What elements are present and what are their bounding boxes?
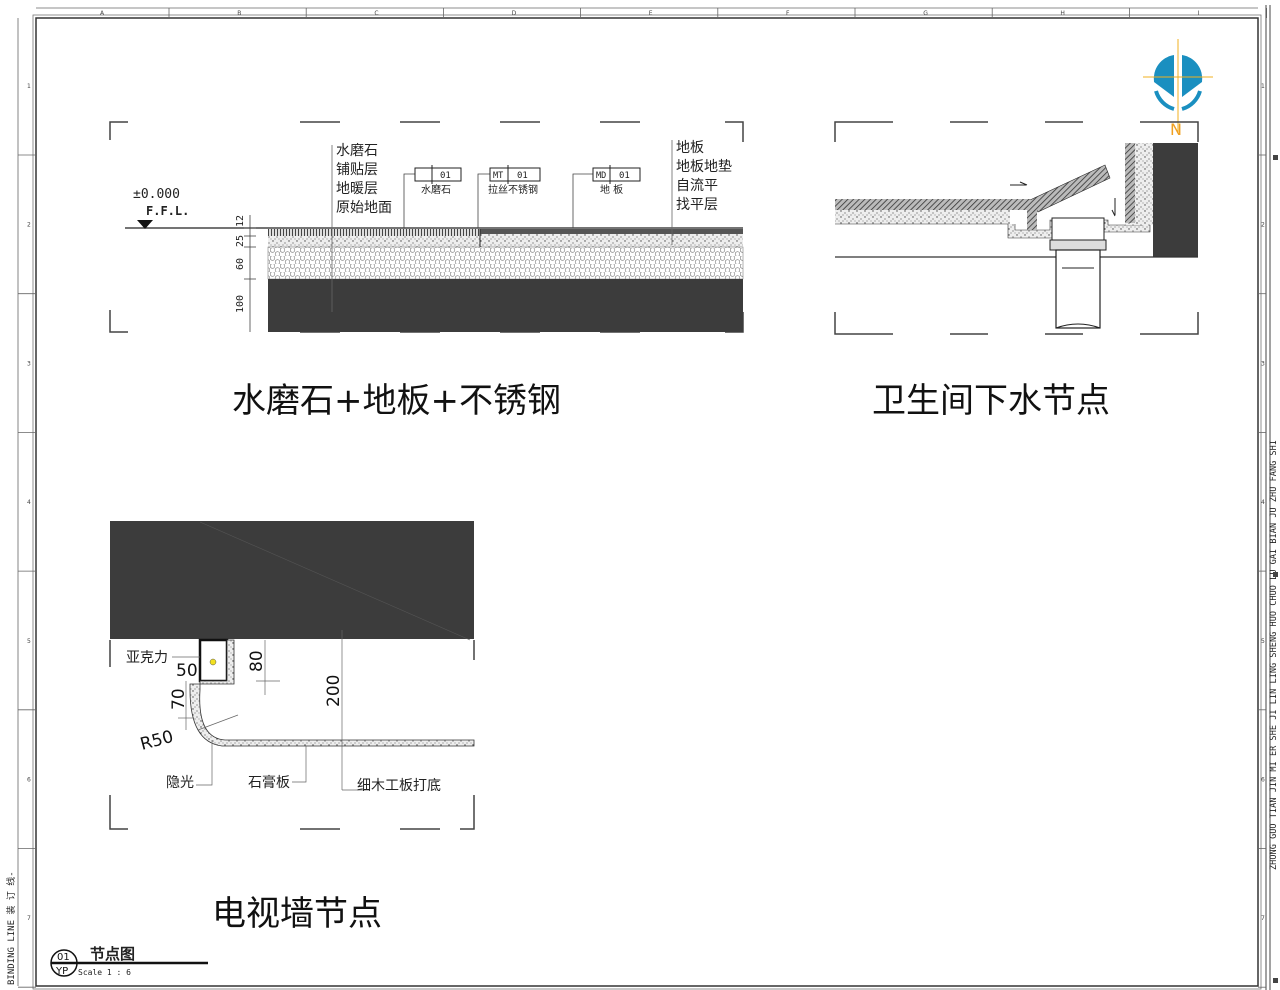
row-label: 6 [1261,777,1265,784]
material-tag-terrazzo: 01 水磨石 [403,165,462,228]
tag-name: 地 板 [600,183,623,196]
layer-floor-pad: 地板地垫 [676,159,732,175]
row-label: 5 [1261,638,1265,645]
layer-screed: 找平层 [676,197,718,213]
row-label: 6 [27,777,31,784]
column-label: C [374,10,378,17]
column-label: G [923,10,928,17]
tag-number: 01 [517,171,528,181]
dim-100: 100 [235,295,246,313]
tag-name: 水磨石 [421,184,451,196]
label-acrylic: 亚克力 [126,650,168,666]
row-label: 7 [1261,915,1265,922]
sheet-title: 节点图 [90,945,135,963]
tag-number: 01 [440,171,451,181]
dim-60: 60 [235,258,246,270]
layer-original-ground: 原始地面 [336,200,392,216]
layer-terrazzo: 水磨石 [336,143,378,159]
floor-detail-title: 水磨石+地板+不锈钢 [232,381,561,421]
bathroom-detail-title: 卫生间下水节点 [872,381,1110,421]
material-tag-wood-floor: MD 01 地 板 [572,165,641,228]
level-label: ±0.000 [133,187,180,202]
tag-name: 拉丝不锈钢 [488,183,538,196]
column-label: F [786,10,790,17]
column-label: I [1198,10,1200,17]
dim-70: 70 [169,688,189,710]
label-gypsum-board: 石膏板 [248,774,290,791]
column-label: A [100,10,105,17]
layer-wood-floor: 地板 [676,140,704,156]
side-project-text: ZHONG GUO TIAN JIN MI ER SHE JI LIN LING… [1269,440,1279,870]
floor-detail: ±0.000 F.F.L. 12 25 60 100 水磨石 铺贴层 地暖层 原… [109,121,744,421]
dim-r50: R50 [138,727,175,755]
layer-bedding: 铺贴层 [336,162,378,178]
dim-25: 25 [235,235,246,247]
column-label: E [649,10,653,17]
row-label: 3 [1261,360,1265,367]
column-label: B [237,10,241,17]
row-label: 7 [27,915,31,922]
label-hidden-light: 隐光 [166,775,194,791]
tag-number: 01 [619,171,630,181]
column-label: H [1060,10,1065,17]
dim-12: 12 [235,215,246,227]
ffl-label: F.F.L. [146,204,189,218]
row-label: 4 [1261,499,1265,506]
tv-wall-detail: 亚克力 隐光 石膏板 细木工板打底 50 70 80 200 R50 电视墙节点 [109,521,475,934]
column-label: D [512,10,517,17]
north-compass-icon: N [1143,39,1213,139]
row-label: 2 [1261,222,1265,229]
row-label: 5 [27,638,31,645]
material-tag-stainless-steel: MT 01 拉丝不锈钢 [477,165,541,228]
tag-code: MD [596,171,606,181]
dim-80: 80 [247,650,267,672]
sheet-scale: Scale 1 : 6 [78,968,131,977]
sheet-title-block: 01 YP 节点图 Scale 1 : 6 [50,945,208,977]
row-label: 3 [27,360,31,367]
column-ruler: A B C D E F G H I [100,8,1267,18]
layer-self-leveling: 自流平 [676,178,718,194]
binding-line-label: BINDING LINE 装 订 线- [5,871,17,985]
sheet-code: YP [55,966,68,977]
layer-floor-heating: 地暖层 [336,181,378,197]
dim-50: 50 [176,661,198,681]
dim-200: 200 [324,675,344,707]
tv-wall-detail-title: 电视墙节点 [212,894,382,934]
row-label: 1 [1261,83,1265,90]
row-label: 2 [27,222,31,229]
tag-code: MT [493,171,503,181]
row-label: 1 [27,83,31,90]
label-blockboard-base: 细木工板打底 [357,777,441,794]
compass-north-label: N [1170,120,1182,139]
bathroom-drain-detail: 卫生间下水节点 [834,121,1199,421]
row-label: 4 [27,499,31,506]
sheet-number: 01 [57,952,70,963]
